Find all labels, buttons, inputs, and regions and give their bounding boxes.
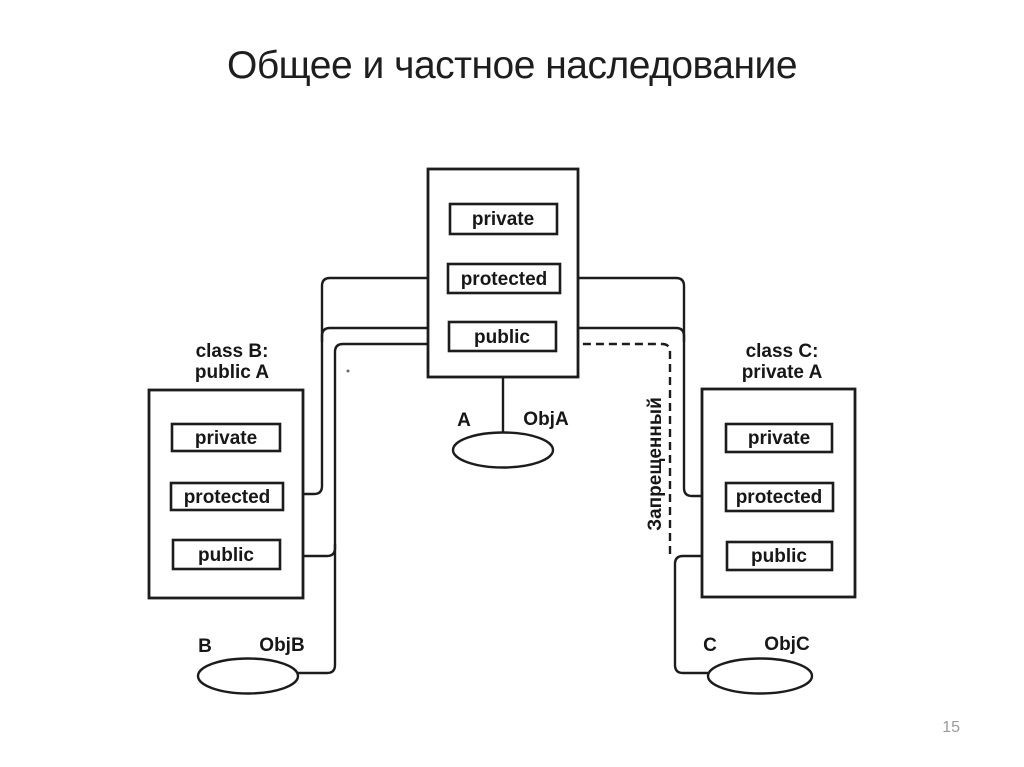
class-c-public-rect xyxy=(725,540,834,572)
class-b-protected-rect xyxy=(169,481,285,512)
class-c-heading-line2: private A xyxy=(742,362,823,383)
class-b-heading-line2: public A xyxy=(195,362,270,383)
line-b-to-a-public xyxy=(320,326,438,342)
class-b-heading-line1: class B: xyxy=(196,341,269,362)
class-b-protected-label: protected xyxy=(184,487,271,508)
object-c: C ObjC xyxy=(703,634,814,695)
class-a-box: private protected public xyxy=(426,167,580,379)
class-c-box: class C: private A private protected pub… xyxy=(700,341,857,599)
line-objb-to-b-public xyxy=(292,544,337,558)
scan-artifact-dot xyxy=(346,369,350,373)
page-number: 15 xyxy=(942,719,960,736)
line-c-to-a-public xyxy=(567,326,686,342)
class-b-public-rect xyxy=(171,538,282,571)
objb-ellipse xyxy=(196,657,300,695)
line-c-protected-to-a-protected xyxy=(571,276,702,498)
forbidden-access-label: Запрещенный xyxy=(645,397,666,531)
class-a-protected-rect xyxy=(446,262,562,295)
class-a-public-rect xyxy=(447,320,558,353)
class-c-public-label: public xyxy=(751,546,807,567)
class-b-box: class B: public A private protected publ… xyxy=(147,341,305,600)
objc-ellipse xyxy=(706,657,814,695)
objb-name: ObjB xyxy=(259,635,304,656)
class-c-protected-label: protected xyxy=(736,487,823,508)
class-c-private-label: private xyxy=(748,428,810,449)
line-objc-to-c-public xyxy=(673,554,715,675)
object-b: B ObjB xyxy=(196,635,305,695)
line-objb-to-a-public xyxy=(296,342,438,675)
slide-title: Общее и частное наследование xyxy=(226,44,798,87)
class-b-private-rect xyxy=(170,422,282,453)
line-forbidden-objc-to-a-public xyxy=(567,342,672,554)
obja-class-letter: A xyxy=(457,410,471,431)
connector-lines xyxy=(292,276,715,675)
class-b-public-label: public xyxy=(198,545,254,566)
objb-class-letter: B xyxy=(198,636,212,657)
class-a-private-rect xyxy=(448,202,559,236)
class-a-protected-label: protected xyxy=(461,269,548,290)
class-c-private-rect xyxy=(724,422,834,454)
class-a-public-label: public xyxy=(474,327,530,348)
obja-name: ObjA xyxy=(523,409,569,430)
obja-ellipse xyxy=(451,431,555,469)
objc-name: ObjC xyxy=(764,634,810,655)
class-b-private-label: private xyxy=(195,428,257,449)
class-c-protected-rect xyxy=(724,481,835,513)
class-c-heading-line1: class C: xyxy=(746,341,819,362)
class-a-private-label: private xyxy=(472,209,534,230)
objc-class-letter: C xyxy=(703,635,717,656)
line-b-protected-to-a-protected xyxy=(303,276,437,496)
object-a: A ObjA xyxy=(451,409,569,469)
